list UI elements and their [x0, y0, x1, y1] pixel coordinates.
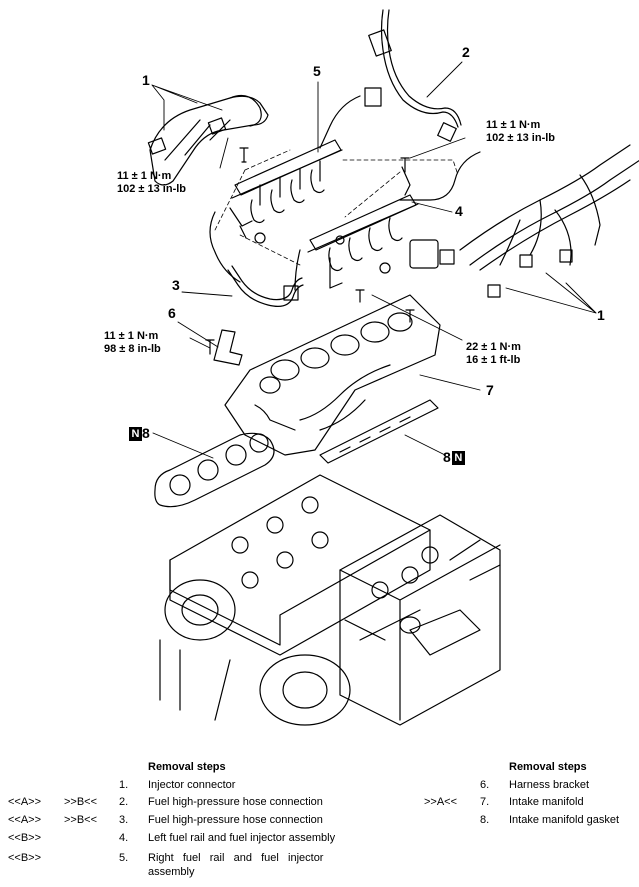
fuel-high-pressure-hose-3: [227, 166, 411, 307]
leader-lines: [151, 61, 597, 459]
intake-manifold-gasket-left: [154, 432, 275, 508]
torque-imperial: 16 ± 1 ft-lb: [466, 354, 521, 366]
callout-8-right-number: 8: [443, 449, 451, 465]
torque-metric: 11 ± 1 N·m: [486, 119, 541, 131]
callout-8-left-number: 8: [142, 425, 150, 441]
injector-connector-harness-right: [409, 144, 639, 298]
removal-steps-heading-left: Removal steps: [148, 761, 226, 773]
new-part-badge: N: [451, 451, 465, 466]
callout-1-right: 1: [597, 307, 605, 323]
callout-4: 4: [455, 203, 463, 219]
right-fuel-rail: [209, 139, 343, 283]
fuel-high-pressure-hose-2: [319, 9, 462, 149]
callout-7: 7: [486, 382, 494, 398]
new-part-badge: N: [129, 427, 142, 442]
callout-3: 3: [172, 277, 180, 293]
torque-metric: 11 ± 1 N·m: [104, 330, 159, 342]
intake-manifold-gasket-right: [319, 399, 439, 464]
torque-metric: 22 ± 1 N·m: [466, 341, 521, 353]
callout-5: 5: [313, 63, 321, 79]
left-fuel-rail: [307, 151, 481, 289]
engine-block: [159, 474, 501, 726]
torque-label-right-top: 11 ± 1 N·m 102 ± 13 in-lb: [486, 119, 555, 145]
callout-2: 2: [462, 44, 470, 60]
callout-6: 6: [168, 305, 176, 321]
torque-metric: 11 ± 1 N·m: [117, 170, 172, 182]
removal-steps-heading-right: Removal steps: [509, 761, 587, 773]
callout-1-top: 1: [142, 72, 150, 88]
torque-imperial: 102 ± 13 in-lb: [486, 132, 556, 144]
exploded-diagram: [147, 9, 639, 726]
torque-label-left-top: 11 ± 1 N·m 102 ± 13 in-lb: [117, 170, 186, 196]
torque-label-bracket: 11 ± 1 N·m 98 ± 8 in-lb: [104, 330, 161, 356]
injector-connector-harness-left: [147, 95, 269, 186]
harness-bracket: [213, 329, 243, 366]
torque-imperial: 98 ± 8 in-lb: [104, 343, 161, 355]
torque-imperial: 102 ± 13 in-lb: [117, 183, 187, 195]
intake-manifold: [224, 294, 441, 456]
torque-label-manifold: 22 ± 1 N·m 16 ± 1 ft-lb: [466, 341, 521, 367]
